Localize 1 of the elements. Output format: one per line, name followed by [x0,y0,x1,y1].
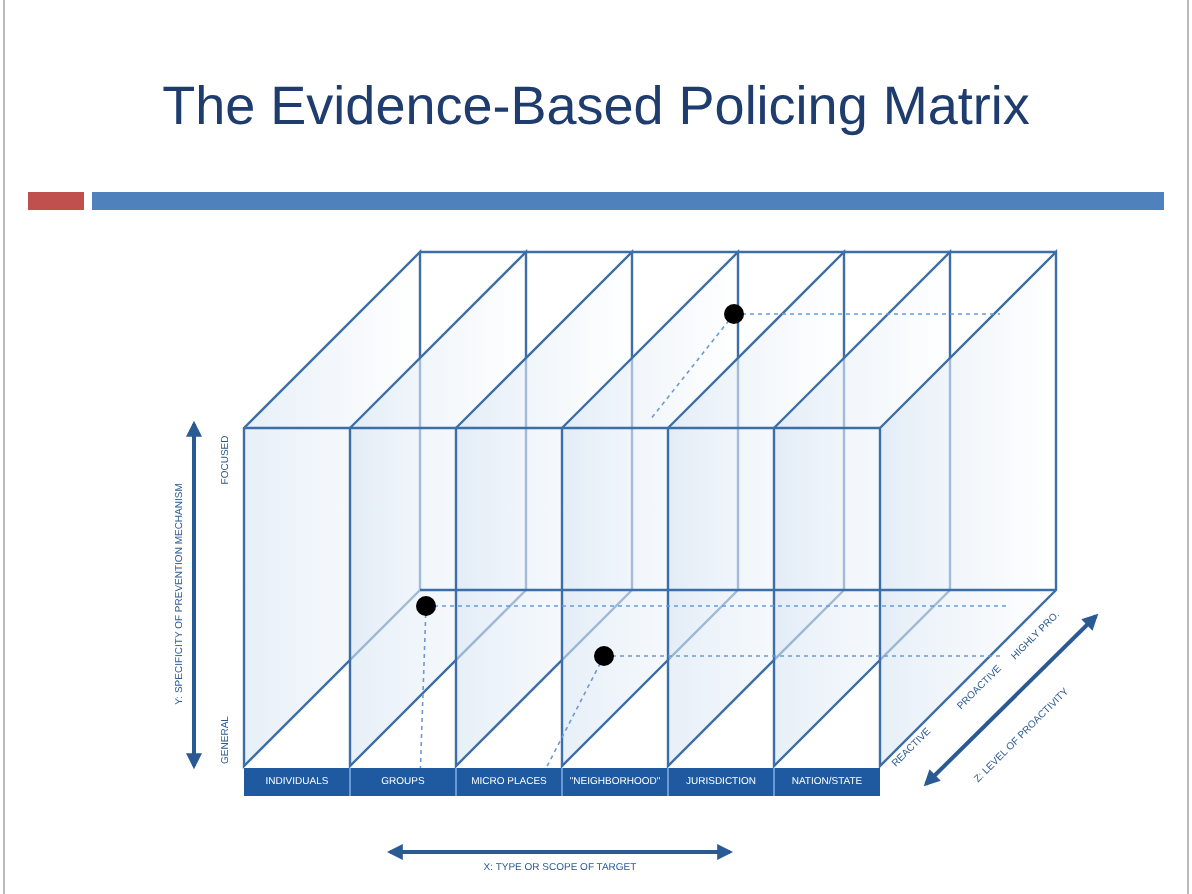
slide-title: The Evidence-Based Policing Matrix [160,76,1032,138]
